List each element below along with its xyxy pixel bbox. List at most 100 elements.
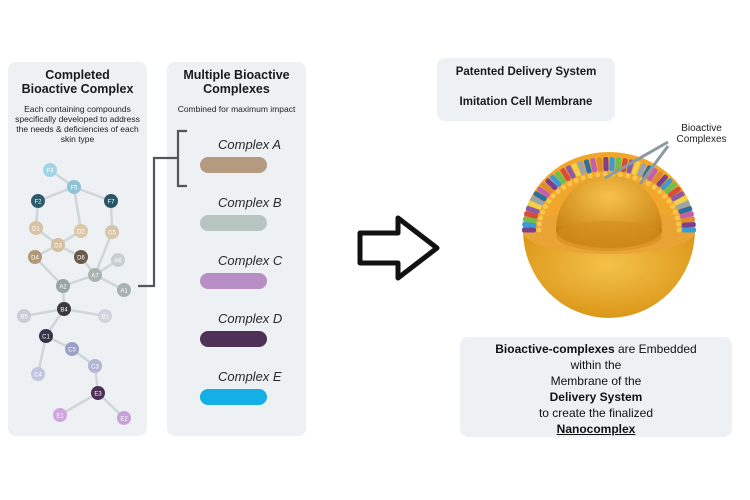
membrane-protein [678, 206, 693, 215]
membrane-lipid [676, 221, 682, 227]
caption-bold-4: Delivery System [549, 390, 643, 404]
molecule-bond [93, 231, 114, 276]
membrane-lipid [561, 184, 567, 190]
arrow-icon [357, 215, 440, 281]
molecule-node [98, 309, 112, 323]
membrane-protein [671, 191, 685, 202]
membrane-protein [590, 158, 598, 173]
membrane-lipid [595, 172, 601, 178]
membrane-protein [603, 157, 609, 172]
complex-b-bar [200, 215, 267, 231]
molecule-node-label: D2 [77, 230, 85, 236]
membrane-protein [537, 186, 550, 198]
molecule-node-label: E2 [120, 417, 128, 423]
molecule-node [29, 221, 43, 235]
molecule-node [67, 180, 81, 194]
membrane-lipid [670, 203, 676, 209]
membrane-protein [571, 163, 581, 177]
molecule-node-label: A7 [91, 274, 99, 280]
molecule-node [117, 411, 131, 425]
membrane-protein [647, 168, 658, 182]
caption-text-3: Membrane of the [550, 374, 642, 388]
membrane-protein [555, 171, 566, 184]
membrane-lipid [651, 184, 657, 190]
complex-a-bar [200, 157, 267, 173]
membrane-protein [560, 168, 571, 182]
completed-complex-title: Completed Bioactive Complex [21, 68, 134, 96]
complex-e-label: Complex E [218, 369, 282, 384]
molecule-node [51, 238, 65, 252]
membrane-lipid [536, 221, 542, 227]
molecule-node-label: D5 [108, 231, 116, 237]
membrane-lipid [550, 193, 556, 199]
molecule-node-label: F7 [107, 200, 115, 206]
molecule-node [117, 283, 131, 297]
delivery-system-panel [437, 58, 615, 121]
membrane-protein [596, 157, 603, 172]
caption-nanocomplex: Nanocomplex [556, 422, 636, 436]
molecule-node-label: F2 [34, 200, 42, 206]
membrane-lipid [657, 188, 663, 194]
molecule-node [31, 194, 45, 208]
molecule-node-label: A1 [120, 289, 128, 295]
membrane-lipid [672, 209, 678, 215]
molecule-node-label: D3 [54, 244, 62, 250]
membrane-lipid [645, 181, 651, 187]
complex-d-bar [200, 331, 267, 347]
membrane-lipid [555, 188, 561, 194]
bioactive-complexes-label: Bioactive Complexes [676, 123, 727, 145]
membrane-protein [565, 165, 576, 179]
molecule-node-label: B5 [20, 315, 28, 321]
nanocomplex-caption: Bioactive-complexes are Embedded within … [460, 341, 732, 437]
complex-d-label: Complex D [218, 311, 283, 326]
multiple-complexes-description: Combined for maximum impact [177, 104, 296, 114]
molecule-node-label: E3 [94, 392, 102, 398]
complex-c-label: Complex C [218, 253, 283, 268]
complex-b-label: Complex B [218, 195, 282, 210]
molecule-node [53, 408, 67, 422]
molecule-node [56, 279, 70, 293]
molecule-node-label: D4 [31, 256, 39, 262]
membrane-protein [676, 200, 690, 210]
molecule-node-label: E1 [56, 414, 64, 420]
multiple-complexes-panel [167, 62, 306, 436]
caption-panel [460, 337, 732, 437]
molecule-node [43, 163, 57, 177]
molecule-node-label: B4 [60, 308, 68, 314]
molecule-node-label: A2 [59, 285, 67, 291]
molecule-bond [59, 391, 99, 417]
membrane-lipid [632, 175, 638, 181]
membrane-protein [660, 178, 673, 191]
membrane-protein [656, 174, 668, 187]
membrane-protein [533, 191, 547, 202]
molecule-node-label: F5 [70, 186, 78, 192]
molecule-bond [72, 186, 83, 232]
membrane-protein [541, 182, 554, 194]
membrane-lipid [567, 181, 573, 187]
delivery-system-title: Patented Delivery System [455, 66, 597, 78]
membrane-protein [524, 211, 539, 219]
membrane-lipid [666, 198, 672, 204]
molecule-node [74, 224, 88, 238]
molecule-node [88, 268, 102, 282]
membrane-lipid [573, 178, 579, 184]
molecule-node [17, 309, 31, 323]
membrane-protein [637, 163, 647, 177]
membrane-protein [673, 196, 688, 206]
membrane-lipid [536, 227, 542, 233]
molecule-node [105, 225, 119, 239]
membrane-protein [530, 196, 545, 206]
caption-text-5: to create the finalized [538, 406, 654, 420]
molecule-node-label: C4 [34, 373, 42, 379]
molecule-node [65, 342, 79, 356]
membrane-lipid [625, 173, 631, 179]
membrane-protein [550, 174, 562, 187]
membrane-lipid [676, 227, 682, 233]
molecule-node-label: B1 [101, 315, 109, 321]
membrane-protein [545, 178, 558, 191]
molecule-node-label: F4 [46, 169, 54, 175]
complex-a-label: Complex A [218, 137, 282, 152]
membrane-lipid [602, 171, 608, 177]
